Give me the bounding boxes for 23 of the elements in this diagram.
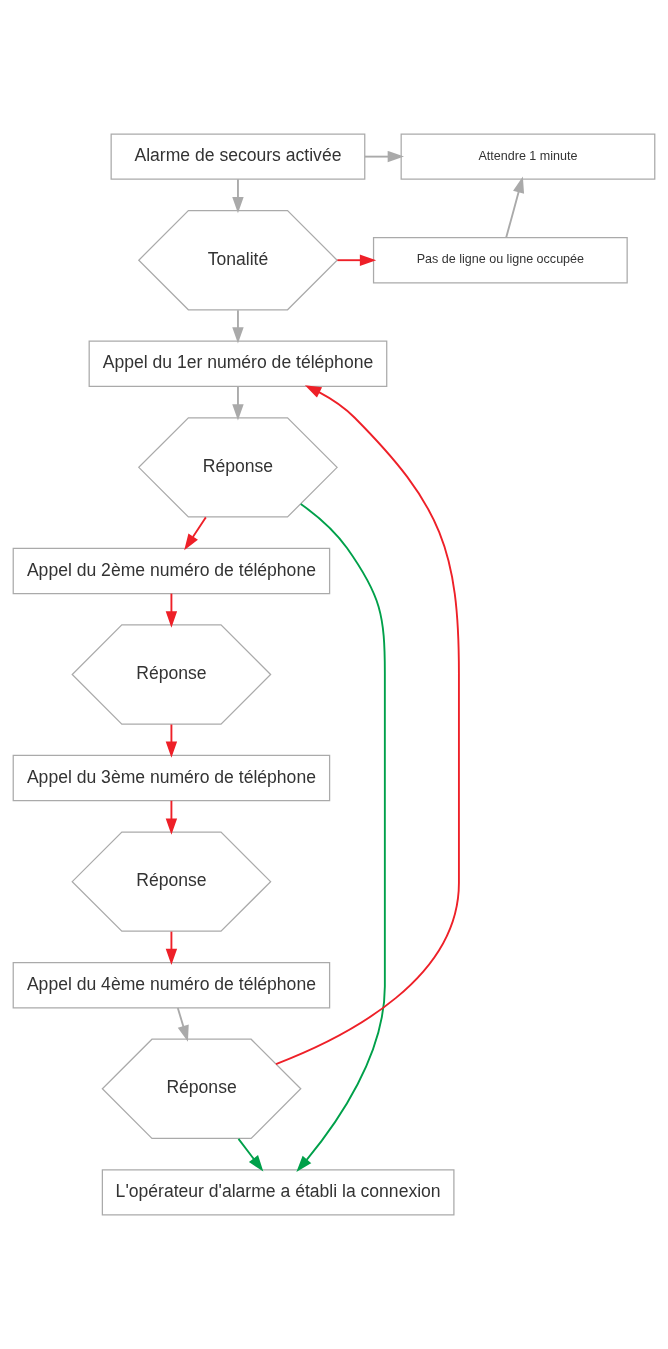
arrow	[275, 385, 460, 1065]
node-box: Appel du 2ème numéro de téléphone	[12, 547, 331, 595]
arrow	[232, 385, 244, 421]
node-box: Appel du 1er numéro de téléphone	[88, 340, 388, 387]
node-box: Alarme de secours activée	[110, 133, 366, 180]
arrow	[176, 1006, 189, 1042]
arrow	[363, 150, 404, 163]
arrow	[296, 503, 386, 1172]
node-box: Appel du 3ème numéro de téléphone	[12, 754, 331, 802]
node-box: Appel du 4ème numéro de téléphone	[12, 962, 331, 1009]
arrow	[232, 309, 244, 344]
node-box: Attendre 1 minute	[400, 133, 656, 180]
arrow	[237, 1137, 264, 1172]
arrow	[336, 254, 377, 266]
arrow	[184, 516, 207, 551]
arrow	[165, 592, 178, 628]
arrow	[165, 723, 178, 758]
arrow	[165, 930, 178, 965]
arrow	[232, 178, 244, 214]
node-box: Pas de ligne ou ligne occupée	[372, 236, 628, 284]
arrow	[505, 176, 525, 239]
node-box: L'opérateur d'alarme a établi la connexion	[101, 1169, 455, 1216]
arrow	[165, 799, 178, 835]
